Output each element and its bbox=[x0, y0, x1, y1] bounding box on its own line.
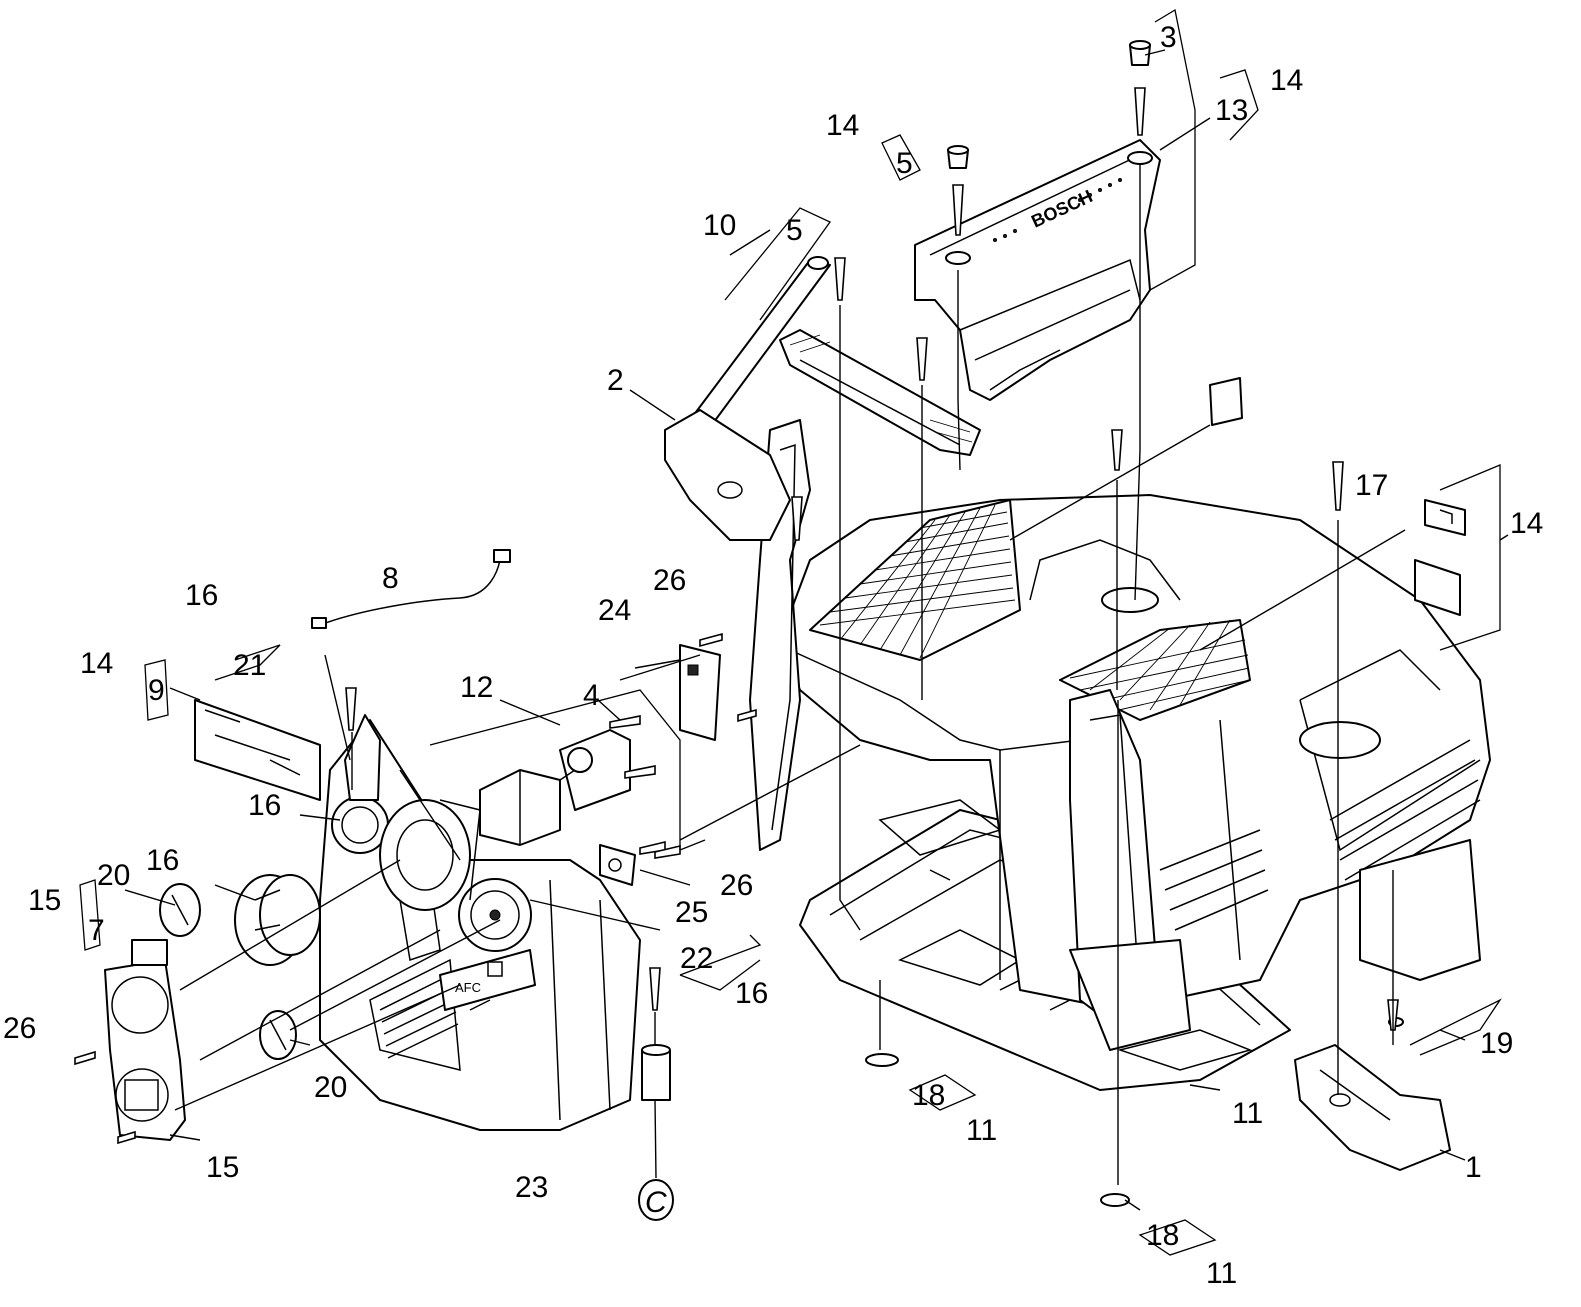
connector-c-symbol: C bbox=[638, 1179, 674, 1221]
cap-5 bbox=[947, 145, 969, 169]
callout-11-bottom: 11 bbox=[1206, 1257, 1237, 1290]
carry-handle: BOSCH bbox=[914, 139, 1161, 401]
callout-2: 2 bbox=[607, 364, 624, 397]
callout-12: 12 bbox=[460, 671, 493, 704]
callout-16-right: 16 bbox=[735, 977, 768, 1010]
afc-label: AFC bbox=[455, 980, 481, 995]
hose-bracket bbox=[664, 409, 791, 541]
label-plate bbox=[1209, 377, 1243, 426]
callout-13: 13 bbox=[1215, 94, 1248, 127]
callout-8: 8 bbox=[382, 562, 399, 595]
callout-1: 1 bbox=[1465, 1151, 1482, 1184]
circuit-board-25 bbox=[599, 844, 636, 886]
callout-20-bottom: 20 bbox=[314, 1071, 347, 1104]
small-knob-top bbox=[159, 883, 201, 937]
cable-8 bbox=[311, 549, 511, 629]
main-housing bbox=[779, 494, 1491, 1051]
callout-11-left: 11 bbox=[966, 1114, 997, 1147]
washer-18a bbox=[865, 1053, 899, 1067]
callout-14-right: 14 bbox=[1510, 507, 1543, 540]
callout-25: 25 bbox=[675, 896, 708, 929]
callout-14-top: 14 bbox=[1270, 64, 1303, 97]
callout-11-mid: 11 bbox=[1232, 1097, 1263, 1130]
callout-17: 17 bbox=[1355, 469, 1388, 502]
callout-23: 23 bbox=[515, 1171, 548, 1204]
screws bbox=[74, 87, 1399, 1145]
callout-22: 22 bbox=[680, 942, 713, 975]
switch-assembly bbox=[479, 729, 631, 846]
post-22 bbox=[641, 1044, 671, 1101]
callout-19: 19 bbox=[1480, 1027, 1513, 1060]
bracket-boxes bbox=[79, 8, 1502, 1256]
callout-7: 7 bbox=[88, 914, 105, 947]
washer-18b bbox=[1100, 1193, 1130, 1207]
callout-20-top: 20 bbox=[97, 859, 130, 892]
callout-5-mid: 5 bbox=[786, 214, 803, 247]
callout-9: 9 bbox=[148, 674, 165, 707]
callout-4: 4 bbox=[583, 679, 600, 712]
connector-c-label: C bbox=[645, 1186, 667, 1219]
rear-post bbox=[1359, 839, 1481, 981]
callout-14-handle: 14 bbox=[826, 109, 859, 142]
handle-grip bbox=[779, 329, 981, 456]
callout-24: 24 bbox=[598, 594, 631, 627]
callout-26-left: 26 bbox=[3, 1012, 36, 1045]
callout-14-left: 14 bbox=[80, 647, 113, 680]
callout-18-left: 18 bbox=[912, 1079, 945, 1112]
callout-10: 10 bbox=[703, 209, 736, 242]
callout-21: 21 bbox=[233, 649, 266, 682]
decal-9 bbox=[194, 699, 321, 801]
socket-frame bbox=[104, 939, 186, 1141]
callout-labels: 3 14 13 14 5 10 5 2 17 14 8 26 16 24 21 … bbox=[3, 21, 1543, 1290]
callout-26-top: 26 bbox=[653, 564, 686, 597]
motor-ring bbox=[379, 799, 481, 911]
bracket-21 bbox=[344, 714, 381, 801]
callout-16-knob: 16 bbox=[146, 844, 179, 877]
foot-clip bbox=[1294, 1044, 1451, 1171]
callout-5-top: 5 bbox=[896, 147, 913, 180]
cap-3 bbox=[1129, 40, 1151, 66]
callout-26-mid: 26 bbox=[720, 869, 753, 902]
callout-15-top: 15 bbox=[28, 884, 61, 917]
callout-18-bottom: 18 bbox=[1146, 1219, 1179, 1252]
control-knob bbox=[234, 874, 321, 966]
callout-16-top: 16 bbox=[185, 579, 218, 612]
callout-15-bottom: 15 bbox=[206, 1151, 239, 1184]
callout-16-mid: 16 bbox=[248, 789, 281, 822]
circuit-board-24 bbox=[679, 644, 721, 741]
leader-lines bbox=[124, 49, 1509, 1211]
callout-3: 3 bbox=[1160, 21, 1177, 54]
label-plate-17 bbox=[1414, 499, 1466, 616]
